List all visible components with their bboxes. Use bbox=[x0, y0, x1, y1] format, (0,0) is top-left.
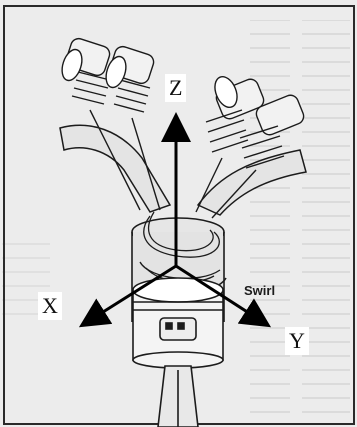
x-axis-label: X bbox=[38, 292, 62, 320]
z-axis-label: Z bbox=[165, 74, 186, 102]
y-axis-label: Y bbox=[285, 327, 309, 355]
connecting-rod bbox=[158, 366, 198, 427]
faint-background-text-right bbox=[250, 20, 350, 420]
swirl-label: Swirl bbox=[244, 283, 275, 298]
piston bbox=[133, 278, 223, 368]
